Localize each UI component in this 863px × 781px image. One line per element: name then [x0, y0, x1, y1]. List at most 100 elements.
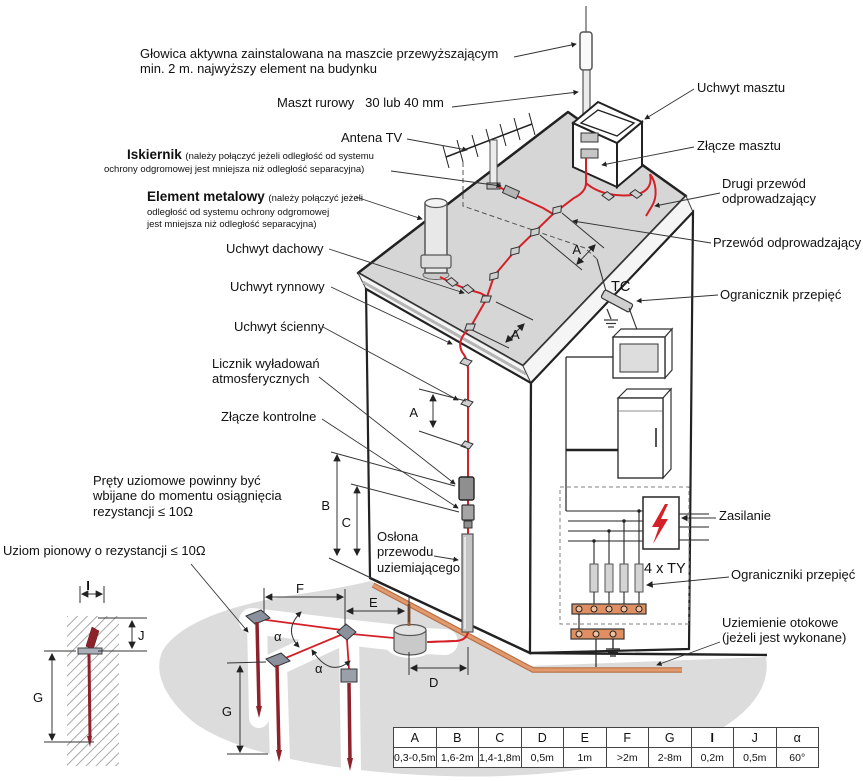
table-header: G: [648, 727, 692, 748]
dim-a-roof1: A: [572, 242, 581, 257]
rod-body: [87, 653, 92, 739]
leader-lines: [190, 42, 730, 666]
label-prety-uziomowe: Pręty uziomowe powinny być wbijane do mo…: [93, 473, 282, 519]
vertical-rod-detail: [67, 616, 119, 766]
mast-assembly: [571, 6, 644, 190]
label-uchwyt-rynnowy: Uchwyt rynnowy: [230, 279, 325, 294]
table-value: 0,3-0,5m: [393, 747, 437, 768]
dimension-letters: A A A B C D E F G α α I J G: [33, 242, 581, 719]
rod-plate-1: [245, 609, 271, 625]
ring-earth-conductor: [372, 583, 682, 672]
rod-plate-2: [265, 652, 291, 668]
earth-rod-1: [255, 621, 261, 709]
dim-d: D: [429, 675, 438, 690]
label-4xty: 4 x TY: [644, 561, 686, 577]
label-element-note1: (należy połączyć jeżeli: [268, 193, 363, 204]
strike-counter: [458, 476, 475, 501]
building-base: [369, 576, 768, 673]
earth-junction: [336, 623, 357, 641]
label-ogranicznik-przepiec: Ogranicznik przepięć: [720, 287, 842, 302]
dim-g-detail: G: [33, 690, 43, 705]
dim-a-roof2: A: [511, 327, 520, 342]
dim-alpha-1: α: [274, 629, 282, 644]
label-iskiernik-title: Iskiernik: [127, 147, 182, 162]
table-header: E: [563, 727, 607, 748]
tc-ground-symbol: [604, 308, 618, 328]
table-header: J: [733, 727, 777, 748]
spark-gap-iskiernik: [501, 184, 521, 200]
interior-installation: [559, 258, 709, 667]
label-iskiernik-note1: (należy połączyć jeżeli odległość od sys…: [185, 151, 374, 162]
tv-set: [611, 327, 674, 380]
label-element-title: Element metalowy: [147, 189, 265, 204]
dim-e: E: [369, 595, 378, 610]
table-value: 0,5m: [520, 747, 564, 768]
label-iskiernik-note2: ochrony odgromowej jest mniejsza niż odl…: [104, 164, 365, 175]
fridge: [616, 387, 673, 480]
table-value: 1,4-1,8m: [478, 747, 522, 768]
lightning-bolt-icon: [652, 504, 668, 544]
conductor-holders: [444, 184, 644, 450]
table-header-row: A B C D E F G I J α: [393, 727, 819, 748]
ground-line: [369, 576, 768, 657]
dim-c: C: [342, 515, 351, 530]
dim-j: J: [138, 628, 145, 643]
angle-arc-1: [291, 611, 302, 648]
label-antena-tv: Antena TV: [341, 130, 403, 145]
label-zasilanie: Zasilanie: [719, 508, 772, 523]
label-maszt-rurowy: Maszt rurowy 30 lub 40 mm: [277, 95, 444, 110]
label-element-note2: odległość od systemu ochrony odgromowej: [147, 207, 330, 218]
table-value: 0,2m: [690, 747, 734, 768]
table-value-row: 0,3-0,5m 1,6-2m 1,4-1,8m 0,5m 1m >2m 2-8…: [393, 747, 819, 768]
label-uchwyt-scienny: Uchwyt ścienny: [234, 319, 325, 334]
table-header: I: [690, 727, 734, 748]
test-joint: [461, 504, 475, 521]
table-header: F: [605, 727, 649, 748]
table-value: 2-8m: [648, 747, 692, 768]
label-uziemienie-otokowe: Uziemienie otokowe (jeżeli jest wykonane…: [722, 615, 847, 646]
equipotential-busbars: [570, 603, 647, 667]
label-licznik: Licznik wyładowań atmosferycznych: [212, 356, 320, 387]
dim-i: I: [86, 578, 90, 593]
dim-b: B: [321, 498, 330, 513]
earth-rod-3: [347, 682, 352, 761]
tv-antenna: [442, 112, 536, 190]
label-glowica-aktywna: Głowica aktywna zainstalowana na maszcie…: [140, 46, 499, 77]
earth-rod-2: [275, 664, 281, 753]
dimension-table: A B C D E F G I J α 0,3-0,5m 1,6-2m 1,4-…: [393, 727, 819, 768]
table-value: 60°: [775, 747, 819, 768]
gutter: [362, 280, 527, 376]
antenna-mast: [489, 139, 498, 185]
power-wiring: [565, 356, 709, 564]
metal-vent-pipe: [420, 197, 452, 280]
label-iskiernik: Iskiernik (należy połączyć jeżeli odległ…: [127, 147, 374, 163]
label-drugi-przewod: Drugi przewód odprowadzający: [722, 176, 816, 207]
table-header: C: [478, 727, 522, 748]
label-uchwyt-masztu: Uchwyt masztu: [697, 80, 786, 95]
dim-f: F: [296, 581, 304, 596]
table-header: α: [775, 727, 819, 748]
earthing-system: [245, 604, 456, 771]
wall-devices: [458, 476, 475, 633]
label-element-metalowy: Element metalowy (należy połączyć jeżeli: [147, 189, 363, 205]
label-zlacze-kontrolne: Złącze kontrolne: [221, 409, 317, 424]
label-tc: TC: [611, 279, 631, 295]
antenna-cable-hidden: [462, 162, 598, 260]
wire-junctions: [592, 509, 641, 543]
table-value: >2m: [605, 747, 649, 768]
tv-screen: [619, 343, 659, 373]
rod-clamp-3: [340, 668, 358, 683]
tc-surge-arrester: [600, 289, 634, 313]
label-przewod-odprowadzajacy: Przewód odprowadzający: [713, 235, 862, 250]
label-ograniczniki-przepiec: Ograniczniki przepięć: [731, 567, 856, 582]
busbar-ground-symbol: [606, 639, 620, 657]
conductor-cover-tube: [461, 533, 474, 633]
down-conductor-main: [427, 182, 587, 643]
mast-coupler-upper: [580, 132, 599, 143]
label-oslona-przewodu: Osłona przewodu uziemiającego: [377, 529, 461, 575]
dim-alpha-2: α: [315, 661, 323, 676]
angle-arc-2: [311, 649, 351, 668]
table-value: 1m: [563, 747, 607, 768]
